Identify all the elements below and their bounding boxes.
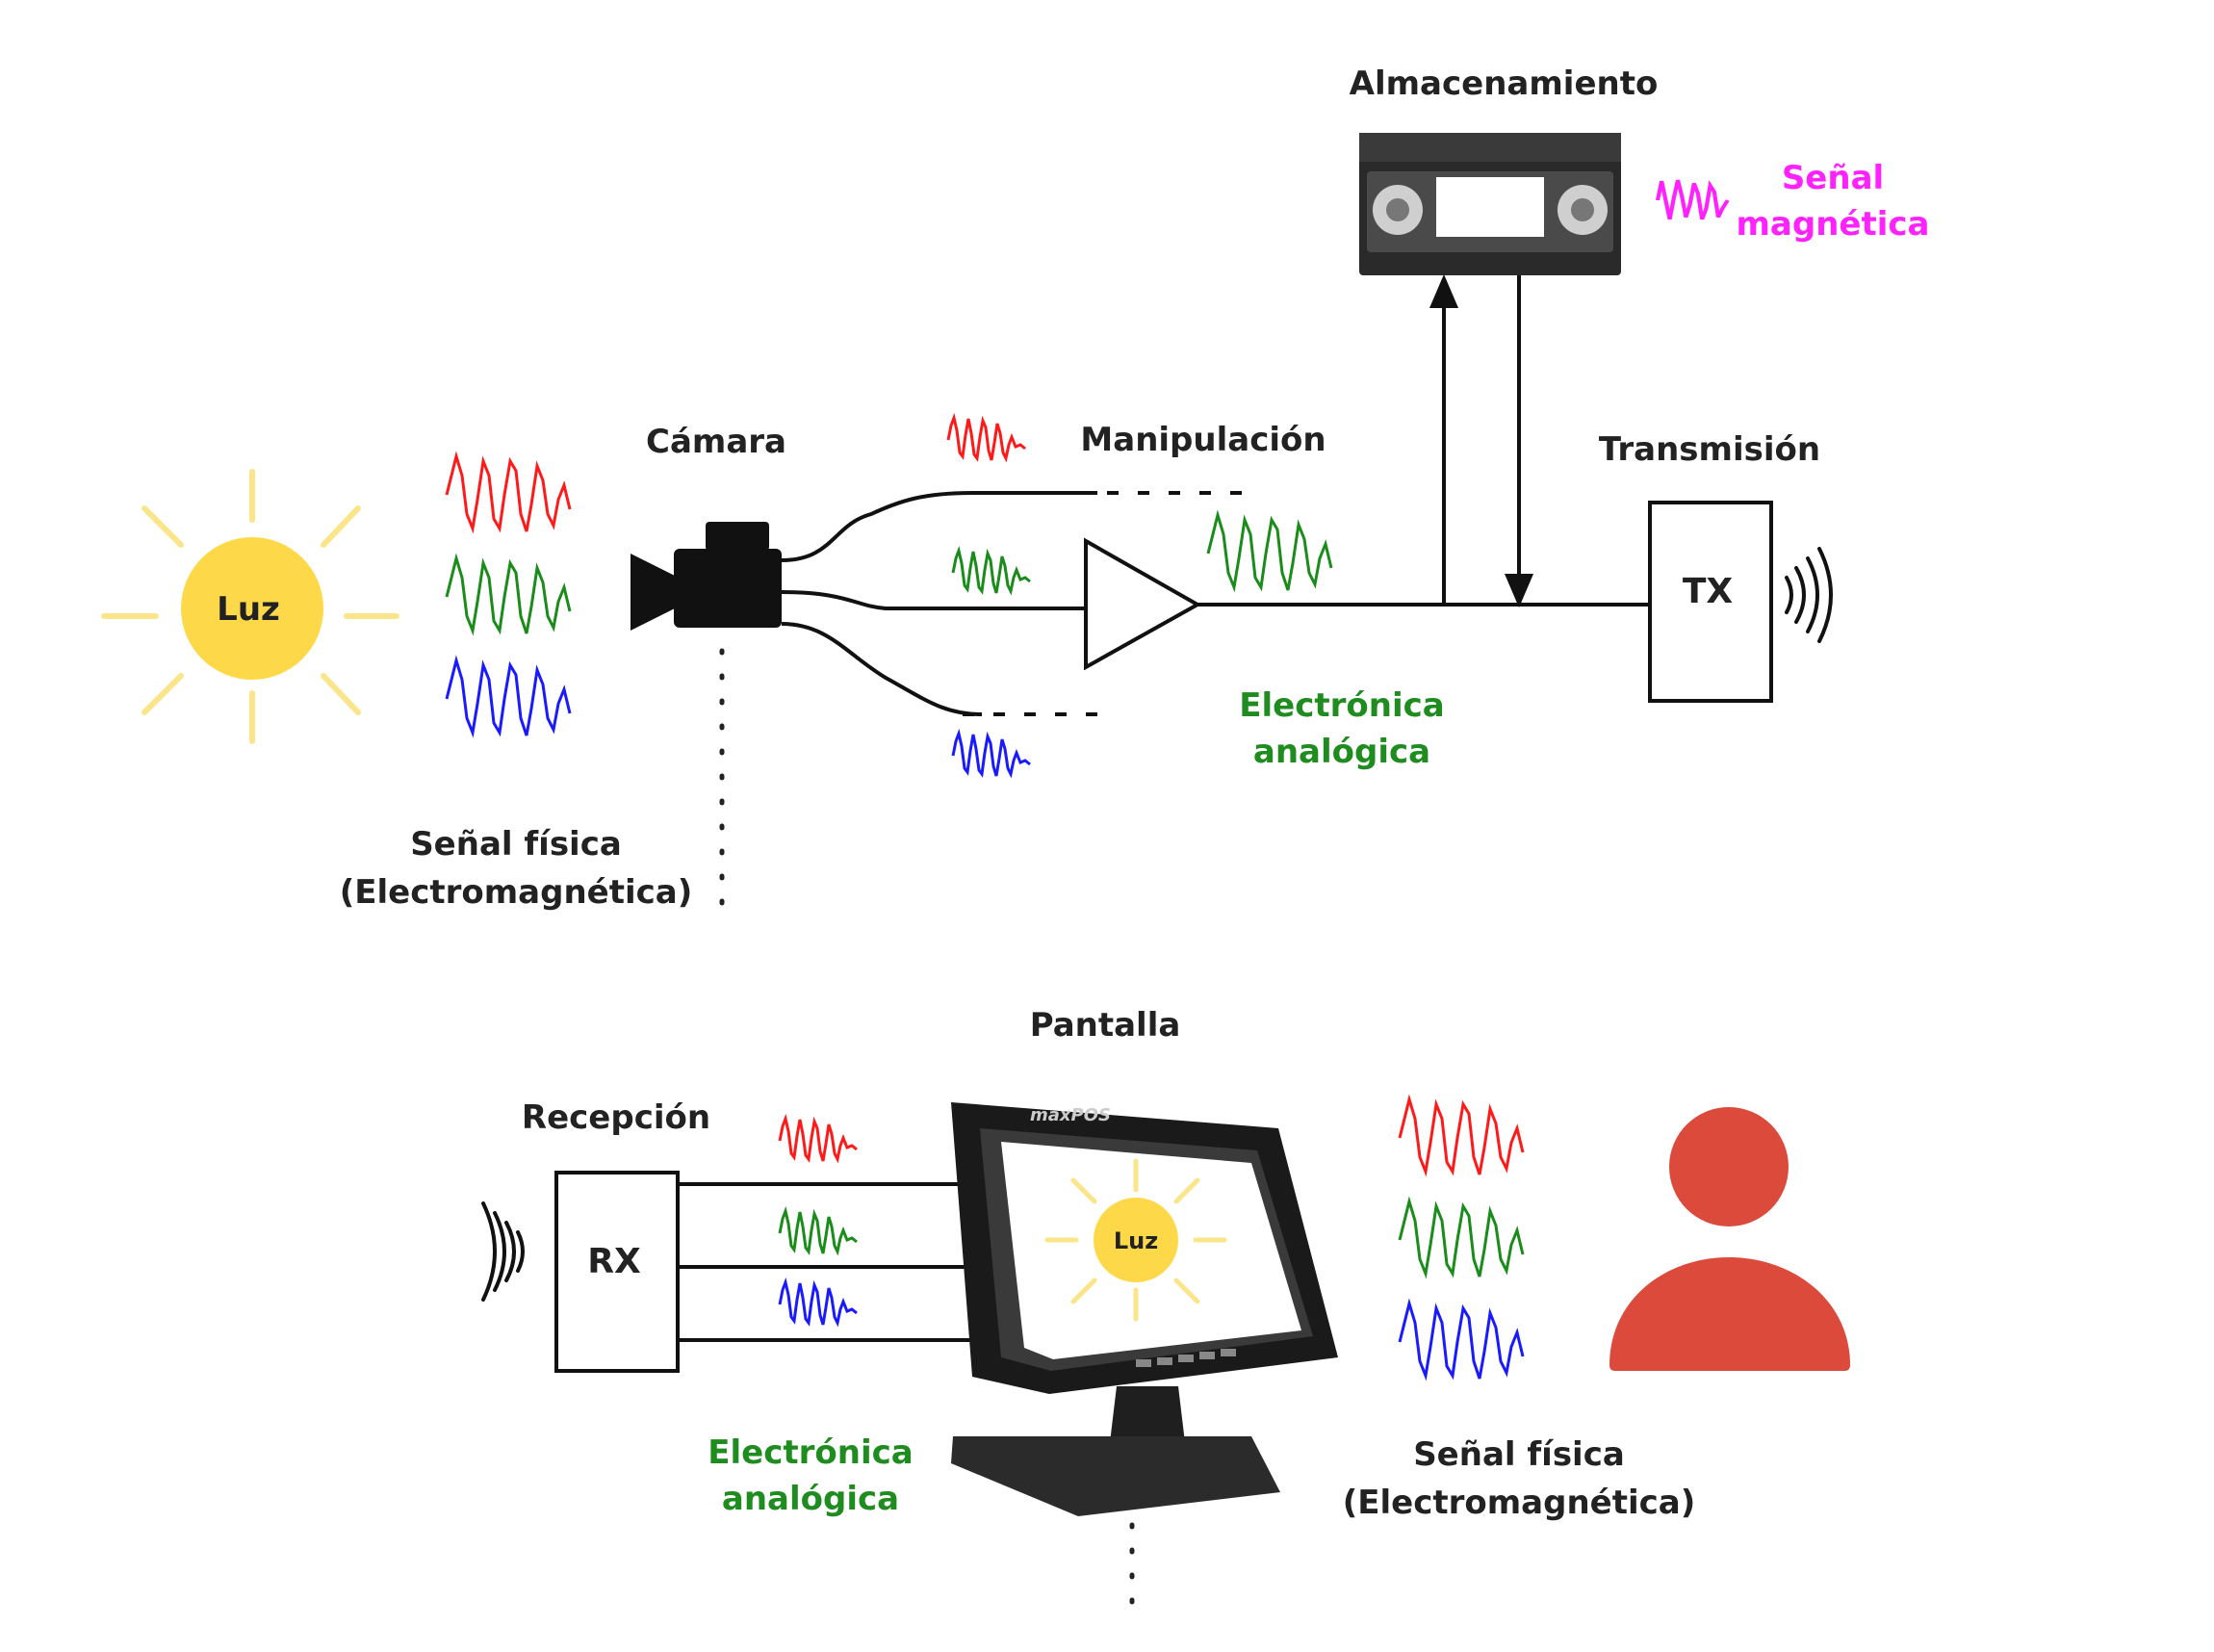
tx-label: TX	[1683, 572, 1734, 611]
rx-channel-waves	[778, 1117, 859, 1327]
amplifier-icon	[1084, 537, 1202, 671]
physical-signal-label-bottom-1: Señal física	[1413, 1435, 1625, 1474]
screen-sun-label: Luz	[1114, 1227, 1158, 1254]
physical-signal-waves	[445, 454, 572, 737]
red-wave	[445, 454, 572, 533]
physical-signal-label-top-1: Señal física	[410, 825, 622, 864]
storage-label: Almacenamiento	[1350, 65, 1659, 103]
monitor-brand: maxPOS	[1030, 1105, 1111, 1125]
receiver-antenna-waves-icon	[481, 1201, 525, 1302]
manipulation-label: Manipulación	[1080, 421, 1326, 459]
physical-signal-label-bottom-2: (Electromagnética)	[1343, 1484, 1696, 1522]
video-camera-icon	[631, 522, 782, 631]
reception-label: Recepción	[522, 1098, 710, 1137]
blue-rx-wave	[778, 1280, 859, 1327]
blue-channel-wave	[951, 732, 1032, 778]
rx-box	[554, 1171, 680, 1373]
red-emitted-wave	[1398, 1097, 1525, 1176]
analog-electronics-label-top-1: Electrónica	[1239, 686, 1444, 725]
analog-electronics-label-bottom-1: Electrónica	[708, 1433, 913, 1472]
amplified-wave	[1206, 513, 1333, 592]
antenna-waves-icon	[1785, 547, 1833, 643]
blue-wave	[445, 658, 572, 737]
screen-sun-icon	[1044, 1158, 1227, 1322]
camera-label: Cámara	[646, 423, 786, 461]
rx-label: RX	[587, 1242, 641, 1281]
green-rx-wave	[778, 1209, 859, 1255]
channel-waves	[946, 416, 1032, 778]
blue-emitted-wave	[1398, 1302, 1525, 1381]
person-icon	[1609, 1107, 1850, 1371]
sun-label: Luz	[217, 590, 280, 629]
green-wave	[445, 556, 572, 635]
tx-box	[1648, 501, 1773, 703]
green-channel-wave	[951, 549, 1032, 595]
red-rx-wave	[778, 1117, 859, 1163]
emitted-signal-waves	[1398, 1097, 1525, 1381]
magnetic-signal-label-2: magnética	[1737, 205, 1930, 244]
camera-cables	[781, 491, 1097, 716]
sun-icon	[101, 469, 399, 744]
green-emitted-wave	[1398, 1200, 1525, 1278]
red-channel-wave	[946, 416, 1027, 462]
monitor-icon	[951, 1102, 1338, 1516]
display-label: Pantalla	[1030, 1006, 1181, 1045]
analog-electronics-label-top-2: analógica	[1253, 733, 1430, 771]
analog-electronics-label-bottom-2: analógica	[722, 1480, 899, 1518]
vhs-cassette-icon	[1359, 133, 1621, 275]
rx-output-lines	[678, 1182, 991, 1342]
physical-signal-label-top-2: (Electromagnética)	[340, 873, 693, 912]
magnetic-signal-label-1: Señal	[1782, 159, 1884, 197]
magnetic-wave	[1658, 180, 1728, 219]
storage-arrows	[1429, 273, 1534, 608]
transmission-label: Transmisión	[1599, 430, 1820, 469]
